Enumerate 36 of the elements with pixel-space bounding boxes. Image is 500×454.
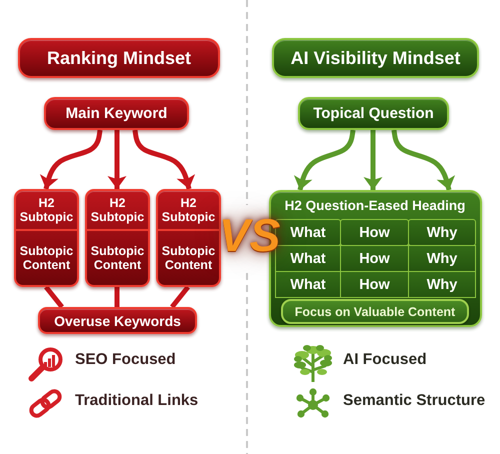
question-word-tile: How [340, 245, 409, 272]
arrow [108, 130, 126, 189]
panel-heading: H2 Question-Eased Heading [284, 196, 466, 215]
connector-line [44, 285, 64, 309]
feature-label: Semantic Structure [343, 392, 486, 411]
arrow [40, 130, 102, 190]
feature-label: Traditional Links [75, 392, 198, 411]
subtopic-card [85, 189, 150, 287]
card-body-text: Subtopic Content [90, 242, 146, 274]
mindset-title-banner: Ranking Mindset [18, 38, 220, 78]
topic-pill: Main Keyword [44, 97, 189, 130]
arrow [392, 130, 456, 191]
card-heading: H2 Subtopic [158, 191, 219, 231]
question-word-tile: How [340, 219, 409, 246]
card-heading: H2 Subtopic [87, 191, 148, 231]
card-body-text: Subtopic Content [160, 242, 216, 274]
connector-line [114, 287, 120, 307]
summary-pill: Overuse Keywords [38, 307, 197, 334]
feature-label: SEO Focused [75, 351, 176, 370]
mindset-title-banner: AI Visibility Mindset [272, 38, 479, 78]
question-word-tile: Why [408, 245, 476, 272]
card-body-text: Subtopic Content [18, 242, 74, 274]
question-word-tile: How [340, 271, 409, 298]
question-word-tile: Why [408, 219, 476, 246]
card-heading: H2 Subtopic [16, 191, 77, 231]
feature-label: AI Focused [343, 351, 427, 370]
connector-line [170, 285, 190, 309]
question-word-tile: What [275, 271, 341, 298]
arrow [132, 130, 196, 190]
subtopic-card [14, 189, 79, 287]
topic-pill: Topical Question [298, 97, 449, 130]
question-word-tile: Why [408, 271, 476, 298]
arrow [364, 130, 382, 190]
subtopic-card [156, 189, 221, 287]
summary-pill: Focus on Valuable Content [281, 299, 469, 324]
arrow [294, 130, 356, 191]
